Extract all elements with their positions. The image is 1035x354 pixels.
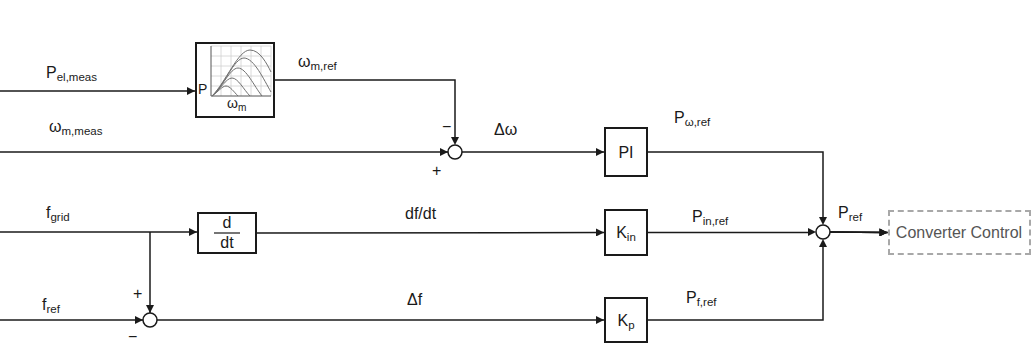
- fraction-bar: [214, 232, 240, 233]
- box-text: dt: [199, 235, 255, 251]
- sign-symbol: +: [430, 161, 443, 180]
- curve-lookup-box: Pωm: [195, 42, 275, 118]
- symbol-base: P: [838, 204, 849, 221]
- symbol-subscript: ref: [46, 303, 59, 315]
- box-text: Kin: [616, 223, 636, 242]
- box-text: Kp: [617, 311, 634, 330]
- signal-name: fgrid: [44, 203, 72, 222]
- symbol-subscript: in: [627, 231, 636, 243]
- symbol-base: K: [617, 312, 628, 329]
- symbol-base: ω: [227, 95, 238, 111]
- summing-junction: [816, 225, 830, 239]
- pi-controller-box: PI: [604, 127, 648, 177]
- summing-junction: [448, 145, 462, 159]
- signal-connector: [648, 152, 888, 233]
- symbol-subscript: ref: [849, 211, 862, 223]
- signal-name: Pel,meas: [44, 63, 99, 82]
- symbol-subscript: m: [238, 102, 246, 113]
- symbol-base: P: [686, 289, 697, 306]
- signal-name: Δω: [492, 120, 519, 139]
- gain-box: Kin: [604, 209, 648, 256]
- signal-name: fref: [40, 295, 62, 314]
- signal-name: Pin,ref: [690, 207, 730, 226]
- symbol-base: P: [674, 109, 685, 126]
- symbol-base: ω: [49, 118, 62, 135]
- junction-arrowheads: [451, 137, 827, 247]
- gain-box: Kp: [604, 297, 648, 343]
- symbol-subscript: grid: [50, 211, 69, 223]
- symbol-base: ω: [298, 53, 311, 70]
- symbol-subscript: m,meas: [62, 125, 103, 137]
- sign-symbol: −: [126, 327, 139, 346]
- summing-junction: [143, 313, 157, 327]
- symbol-base: P: [46, 64, 57, 81]
- signal-connector: [275, 80, 604, 152]
- sign-symbol: +: [131, 284, 144, 303]
- signal-wires: [0, 91, 604, 320]
- signal-name: Pf,ref: [684, 288, 719, 307]
- signal-name: Pref: [836, 203, 864, 222]
- signal-name: df/dt: [403, 204, 438, 223]
- symbol-subscript: p: [628, 319, 634, 331]
- derivative-box: d dt: [197, 212, 257, 254]
- box-text: d: [199, 215, 255, 231]
- symbol-subscript: ω,ref: [685, 116, 711, 128]
- symbol-subscript: f,ref: [697, 296, 717, 308]
- signal-name: ωm,meas: [47, 117, 104, 136]
- box-text: PI: [618, 143, 633, 162]
- box-text: Converter Control: [896, 223, 1022, 242]
- symbol-base: f: [46, 204, 50, 221]
- symbol-subscript: el,meas: [57, 71, 97, 83]
- signal-connector: [257, 232, 604, 234]
- symbol-subscript: m,ref: [311, 60, 337, 72]
- signal-connector: [648, 232, 888, 320]
- box-text: ωm: [227, 95, 246, 112]
- signal-name: ωm,ref: [296, 52, 339, 71]
- signal-name: Pω,ref: [672, 108, 712, 127]
- sign-symbol: −: [440, 117, 453, 136]
- symbol-base: K: [616, 224, 627, 241]
- symbol-base: P: [692, 208, 703, 225]
- symbol-base: f: [42, 296, 46, 313]
- converter-control-box: Converter Control: [888, 210, 1031, 255]
- box-text: P: [198, 81, 207, 98]
- power-speed-curves: [211, 46, 271, 96]
- signal-name: Δf: [405, 290, 424, 309]
- symbol-subscript: in,ref: [703, 215, 729, 227]
